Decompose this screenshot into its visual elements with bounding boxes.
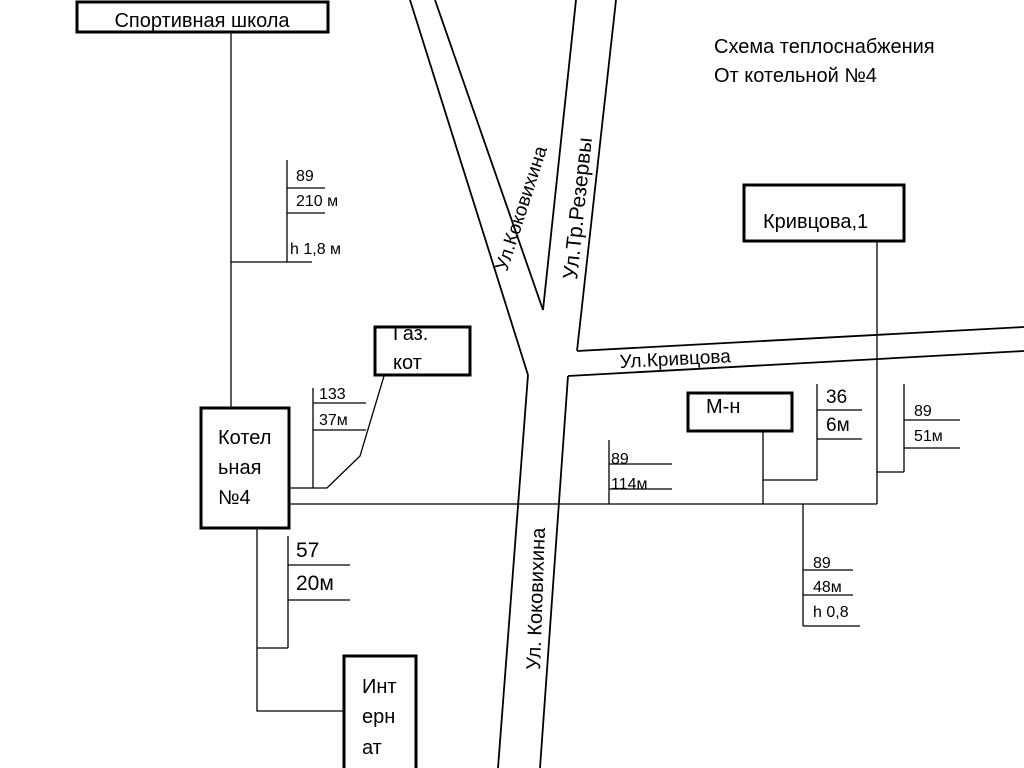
mn-box <box>686 391 794 433</box>
pipe-south-length: 48м <box>813 579 842 596</box>
krivtsova1-label: Кривцова,1 <box>763 211 868 233</box>
kokovikhina-road-right-lower <box>539 375 569 768</box>
pipe-sport-depth: h 1,8 м <box>290 241 341 258</box>
krivtsova-road-lower <box>567 350 1024 377</box>
building-kotelnaya: Котел ьная №4 <box>199 406 291 530</box>
pipe-south-diameter: 89 <box>813 555 831 572</box>
krivtsova-road-upper <box>576 326 1024 352</box>
diagram-title-line1: Схема теплоснабжения <box>714 36 935 58</box>
building-krivtsova1: Кривцова,1 <box>742 183 906 243</box>
gaz-kot-label-line1: Газ. <box>393 323 428 345</box>
pipe-to-internat <box>256 528 344 712</box>
tr-rezervy-road-right <box>576 0 617 352</box>
streets <box>409 0 1024 768</box>
pipe-mn-diameter: 36 <box>826 387 847 408</box>
street-label-tr-rezervy: Ул.Тр.Резервы <box>559 136 597 280</box>
kokovikhina-road-right-upper <box>434 0 544 311</box>
pipe-mn-length: 6м <box>826 415 850 436</box>
building-mn: М-н <box>686 391 794 433</box>
street-label-kokovikhina-top: Ул.Коковихина <box>492 143 552 273</box>
pipe-sport-diameter: 89 <box>296 168 314 185</box>
pipe-internat-length: 20м <box>296 572 334 595</box>
tr-rezervy-road-left <box>542 0 577 311</box>
mn-label: М-н <box>706 396 740 418</box>
pipe-south-depth: h 0,8 <box>813 604 849 621</box>
kotelnaya-label-line3: №4 <box>218 487 251 509</box>
pipelines <box>230 32 960 712</box>
gaz-kot-label-line2: кот <box>393 352 422 374</box>
building-internat: Инт ерн ат <box>342 654 418 768</box>
kokovikhina-road-left-lower <box>497 374 529 768</box>
gaz-kot-box <box>373 325 472 377</box>
pipe-main-diameter: 89 <box>611 451 629 468</box>
building-gaz-kot: Газ. кот <box>373 323 472 377</box>
street-label-krivtsova: Ул.Кривцова <box>619 346 732 373</box>
pipe-gaz-length: 37м <box>319 412 348 429</box>
krivtsova1-box <box>742 183 906 243</box>
pipe-sport-length: 210 м <box>296 193 338 210</box>
pipe-to-mn <box>762 431 817 481</box>
sport-school-label: Спортивная школа <box>114 10 290 32</box>
internat-label-line2: ерн <box>362 706 395 728</box>
street-label-kokovikhina-bottom: Ул. Коковихина <box>523 526 550 670</box>
pipe-krivtsova-diameter: 89 <box>914 403 932 420</box>
kokovikhina-road-left-upper <box>409 0 529 376</box>
internat-label-line3: ат <box>362 737 382 759</box>
pipe-gaz-diameter: 133 <box>319 386 346 403</box>
pipe-internat-diameter: 57 <box>296 539 319 562</box>
building-sport-school: Спортивная школа <box>75 0 330 34</box>
pipe-main-length: 114м <box>611 476 648 493</box>
kotelnaya-label-line1: Котел <box>218 427 271 449</box>
pipe-to-gaz-kot <box>289 375 385 489</box>
internat-box <box>342 654 418 768</box>
kotelnaya-label-line2: ьная <box>218 457 261 479</box>
internat-label-line1: Инт <box>362 676 397 698</box>
pipe-krivtsova-length: 51м <box>914 428 943 445</box>
kotelnaya-box <box>199 406 291 530</box>
diagram-title-line2: От котельной №4 <box>714 65 877 87</box>
sport-school-box <box>75 0 330 34</box>
